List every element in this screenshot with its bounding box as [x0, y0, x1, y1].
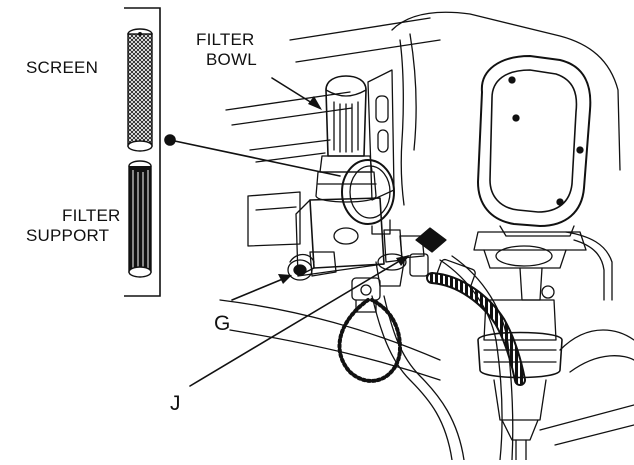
bead-chain [337, 298, 402, 383]
motor-housing [367, 11, 621, 206]
filter-support-part [128, 160, 152, 278]
filter-bowl-label-line1: FILTER [196, 30, 255, 49]
filter-bowl-label-line2: BOWL [206, 50, 257, 69]
g-leader [231, 275, 291, 301]
pressure-gauge [341, 159, 395, 235]
leader-arrowheads [278, 96, 410, 284]
filter-bowl [315, 75, 377, 203]
filter-support-label-line1: FILTER [62, 206, 121, 225]
filter-support-label-line2: SUPPORT [26, 226, 110, 245]
screen-part [127, 28, 153, 152]
exploded-parts-panel [124, 7, 161, 297]
bracket [124, 7, 161, 297]
bracket-to-bowl-leader [169, 139, 341, 177]
j-leader [189, 255, 409, 387]
leader-dot [164, 134, 176, 146]
braided-hose [426, 272, 526, 386]
callout-j-label: J [170, 392, 181, 415]
callout-g-label: G [214, 312, 231, 335]
pump-lower [477, 299, 563, 461]
screen-label: SCREEN [26, 58, 99, 77]
drain-valve-g [287, 251, 337, 281]
gauge-housing [473, 55, 613, 301]
